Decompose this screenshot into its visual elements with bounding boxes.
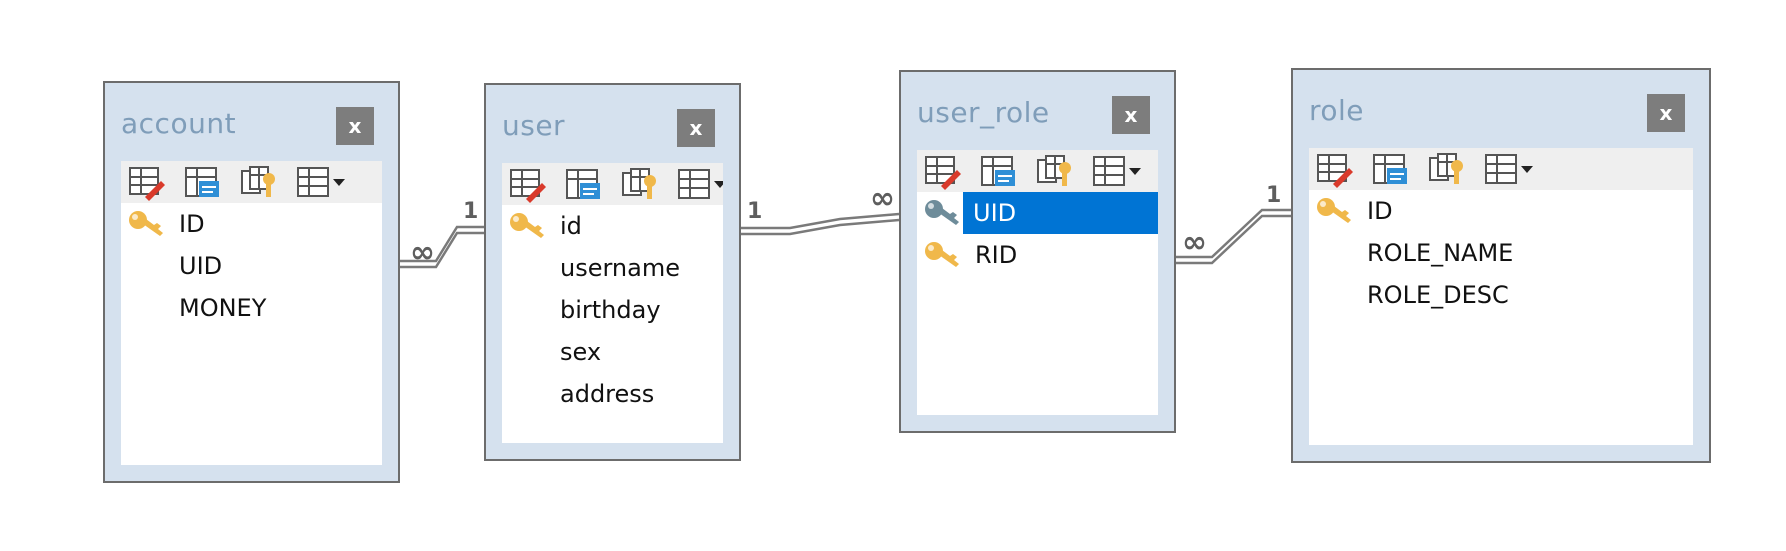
cardinality-one: 1 (1266, 183, 1281, 208)
grid-dropdown-icon[interactable] (1091, 152, 1143, 190)
edit-table-icon[interactable] (1315, 150, 1355, 188)
index-keys-icon[interactable] (1427, 150, 1467, 188)
close-button[interactable]: x (1647, 94, 1685, 132)
field-name: RID (975, 241, 1018, 269)
field-row[interactable]: ID (1309, 190, 1693, 232)
foreign-key-icon (923, 198, 963, 228)
table-user-role[interactable]: user_role x UID RID (899, 70, 1176, 433)
field-row[interactable]: id (502, 205, 723, 247)
cardinality-many: ∞ (870, 181, 895, 216)
relationship-line[interactable] (741, 212, 900, 230)
index-keys-icon[interactable] (239, 163, 279, 201)
grid-dropdown-icon[interactable] (1483, 150, 1535, 188)
table-toolbar (121, 161, 382, 203)
field-row[interactable]: sex (502, 331, 723, 373)
field-name: ID (179, 210, 205, 238)
table-inner: ID ROLE_NAME ROLE_DESC (1309, 148, 1693, 445)
table-inner: id username birthday sex address (502, 163, 723, 443)
close-button[interactable]: x (336, 107, 374, 145)
edit-table-icon[interactable] (923, 152, 963, 190)
field-name: sex (560, 338, 602, 366)
index-keys-icon[interactable] (620, 165, 660, 203)
table-toolbar (1309, 148, 1693, 190)
cardinality-one: 1 (747, 199, 762, 224)
table-title: user_role (917, 96, 1050, 129)
field-list: ID UID MONEY (121, 203, 382, 329)
table-properties-icon[interactable] (1371, 150, 1411, 188)
field-list: ID ROLE_NAME ROLE_DESC (1309, 190, 1693, 316)
cardinality-one: 1 (463, 199, 478, 224)
table-account[interactable]: account x ID UID MONEY (103, 81, 400, 483)
field-name: address (560, 380, 655, 408)
field-list: UID RID (917, 192, 1158, 276)
cardinality-many: ∞ (1182, 225, 1207, 260)
grid-dropdown-icon[interactable] (295, 163, 347, 201)
field-name: UID (963, 192, 1158, 234)
field-name: ROLE_NAME (1367, 239, 1514, 267)
relationship-line[interactable] (400, 225, 484, 263)
primary-key-icon (923, 240, 963, 270)
edit-table-icon[interactable] (508, 165, 548, 203)
field-name: UID (179, 252, 223, 280)
field-row[interactable]: UID (917, 192, 1158, 234)
close-button[interactable]: x (1112, 96, 1150, 134)
table-properties-icon[interactable] (564, 165, 604, 203)
field-name: ROLE_DESC (1367, 281, 1509, 309)
field-row[interactable]: ROLE_DESC (1309, 274, 1693, 316)
field-row[interactable]: UID (121, 245, 382, 287)
table-title: user (502, 109, 566, 142)
edit-table-icon[interactable] (127, 163, 167, 201)
field-row[interactable]: ID (121, 203, 382, 245)
table-properties-icon[interactable] (183, 163, 223, 201)
table-role[interactable]: role x ID ROLE_NAME ROLE_DESC (1291, 68, 1711, 463)
grid-dropdown-icon[interactable] (676, 165, 723, 203)
relationship-line[interactable] (1176, 214, 1291, 265)
field-name: birthday (560, 296, 661, 324)
field-list: id username birthday sex address (502, 205, 723, 415)
table-toolbar (917, 150, 1158, 192)
relationship-line[interactable] (741, 218, 900, 236)
table-toolbar (502, 163, 723, 205)
table-user[interactable]: user x id username birthday sex address (484, 83, 741, 461)
close-button[interactable]: x (677, 109, 715, 147)
field-name: MONEY (179, 294, 267, 322)
table-properties-icon[interactable] (979, 152, 1019, 190)
primary-key-icon (1315, 196, 1355, 226)
cardinality-many: ∞ (410, 235, 435, 270)
field-row[interactable]: birthday (502, 289, 723, 331)
field-name: id (560, 212, 582, 240)
primary-key-icon (508, 211, 548, 241)
field-row[interactable]: username (502, 247, 723, 289)
relationship-line[interactable] (1176, 208, 1291, 259)
primary-key-icon (127, 209, 167, 239)
relationship-line[interactable] (400, 231, 484, 269)
table-inner: UID RID (917, 150, 1158, 415)
table-title: account (121, 107, 237, 140)
field-name: username (560, 254, 680, 282)
field-row[interactable]: address (502, 373, 723, 415)
field-row[interactable]: MONEY (121, 287, 382, 329)
field-name: ID (1367, 197, 1393, 225)
table-inner: ID UID MONEY (121, 161, 382, 465)
index-keys-icon[interactable] (1035, 152, 1075, 190)
field-row[interactable]: RID (917, 234, 1158, 276)
table-title: role (1309, 94, 1365, 127)
field-row[interactable]: ROLE_NAME (1309, 232, 1693, 274)
